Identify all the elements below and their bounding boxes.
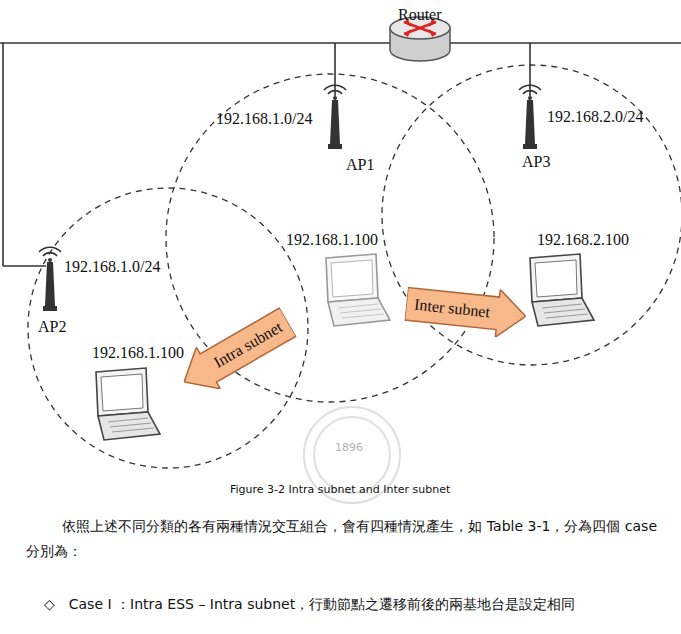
arrow-shape: Intra subnet	[172, 301, 300, 403]
laptop-icon	[326, 254, 390, 326]
body-text: ◇ Case I ：Intra ESS – Intra subnet，行動節點之…	[44, 592, 674, 617]
subnet-label: 192.168.1.0/24	[64, 258, 160, 276]
laptop-icon	[530, 254, 594, 326]
ap-label: AP2	[38, 318, 66, 336]
router-icon	[390, 17, 450, 61]
subnet-label: 192.168.2.0/24	[547, 108, 643, 126]
ip-address: 192.168.1.100	[286, 231, 378, 249]
arrow-shape: Inter subnet	[404, 280, 528, 340]
access-point-icon	[39, 247, 61, 311]
access-point-icon	[519, 85, 541, 149]
access-point-icon	[324, 85, 346, 149]
ap-label: AP1	[346, 156, 374, 174]
figure-caption: Figure 3-2 Intra subnet and Inter subnet	[230, 484, 450, 497]
ip-address: 192.168.2.100	[537, 231, 629, 249]
body-text: 依照上述不同分類的各有兩種情況交互組合，會有四種情況產生，如 Table 3-1…	[26, 514, 666, 563]
watermark-text: 1896	[335, 442, 363, 455]
laptop-icon	[96, 368, 160, 440]
ap-label: AP3	[522, 153, 550, 171]
ip-address: 192.168.1.100	[92, 344, 184, 362]
subnet-label: 192.168.1.0/24	[216, 110, 312, 128]
network-wire	[0, 43, 681, 266]
router-label: Router	[398, 6, 442, 24]
